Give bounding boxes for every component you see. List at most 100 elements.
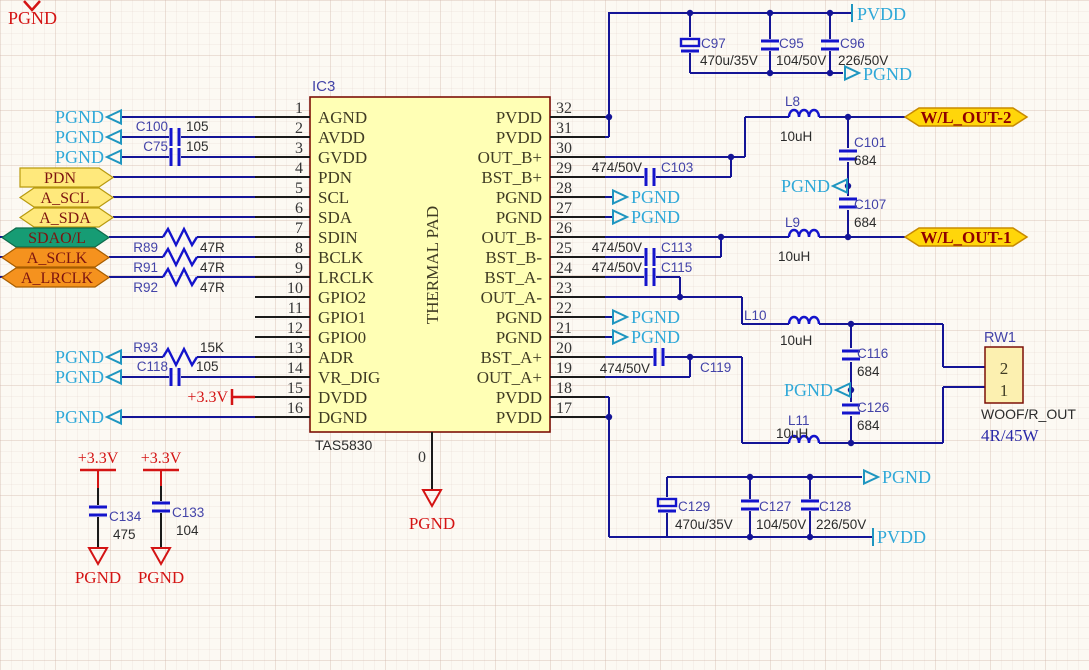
port-wl-out2[interactable]: W/L_OUT-2 [903,107,1029,127]
ground-flag-pgnd-thermal[interactable]: PGND [409,489,455,533]
capacitor-symbol [169,148,181,166]
ground-flag-pgnd-topleft[interactable]: PGND [8,0,57,28]
net-label-pgnd-topbank[interactable]: PGND [844,64,912,84]
capacitor-c97[interactable]: C97 470u/35V [679,36,758,68]
port-shape [18,187,115,208]
pin-name: GPIO2 [318,288,366,307]
capacitor-value: 684 [857,418,880,433]
capacitor-c113[interactable]: 474/50V C113 [592,240,693,266]
pin-name: PVDD [496,108,542,127]
capacitor-c128[interactable]: C128 226/50V [801,499,866,532]
capacitor-c129[interactable]: C129 470u/35V [656,497,733,532]
pin-name: DVDD [318,388,367,407]
net-label-pgnd-mid2[interactable]: PGND [784,380,851,400]
pin-name: SDA [318,208,353,227]
capacitor-c96[interactable]: C96 226/50V [821,36,888,68]
port-label: W/L_OUT-2 [920,108,1011,127]
inductor-value: 10uH [778,249,810,264]
capacitor-c127[interactable]: C127 104/50V [741,499,806,532]
port-shape [18,207,115,228]
net-arrow-icon [612,208,630,226]
pin-number: 28 [556,180,572,197]
port-sdao-l[interactable]: SDAO/L [0,227,111,248]
pin-number: 7 [295,220,303,237]
capacitor-c103[interactable]: 474/50V C103 [592,160,694,186]
capacitor-c75[interactable]: C75 105 [143,139,209,166]
net-arrow-icon [104,108,122,126]
capacitor-value: 470u/35V [675,517,733,532]
port-a-sclk[interactable]: A_SCLK [0,247,111,268]
capacitor-value: 684 [854,215,877,230]
capacitor-symbol [821,39,839,51]
pin-name: GVDD [318,148,367,167]
power-flag-3v3-pin15[interactable]: +3.3V [187,389,255,406]
net-arrow-icon [104,148,122,166]
net-label-pgnd-botbank[interactable]: PGND [863,467,931,487]
resistor-value: 47R [200,240,225,255]
resistor-designator: R89 [133,240,158,255]
capacitor-designator: C95 [779,36,804,51]
net-label-pvdd-bottom[interactable]: PVDD [872,527,926,547]
ground-triangle-icon [87,547,109,567]
capacitor-symbol [842,403,860,415]
inductor-l8[interactable]: L8 10uH [780,94,821,144]
net-label-pgnd: PGND [631,307,680,327]
ic-part-number: TAS5830 [315,437,373,453]
power-label-3v3: +3.3V [141,450,182,467]
net-label-pgnd: PGND [55,127,104,147]
port-label: A_SDA [39,210,91,227]
inductor-symbol [787,228,821,238]
capacitor-polarized-plate [679,37,701,48]
ic-body[interactable] [309,96,551,433]
pin-number: 19 [556,360,572,377]
port-pdn[interactable]: PDN [19,167,115,188]
pgnd-net-labels-left[interactable]: PGND PGND PGND PGND PGND PGND [55,107,122,427]
capacitor-c115[interactable]: 474/50V C115 [592,260,693,286]
net-label-pgnd-mid1[interactable]: PGND [781,176,848,196]
ic-tas5830[interactable]: IC3 TAS5830 THERMAL PAD 0 1 2 3 4 5 6 7 … [255,78,605,490]
capacitor-c101[interactable]: C101 684 [839,135,886,168]
capacitor-c100[interactable]: C100 105 [136,119,209,146]
capacitor-c126[interactable]: C126 684 [842,400,889,433]
resistor-r93[interactable]: R93 15K [133,340,224,368]
capacitor-designator: C116 [857,346,888,361]
decoupling-c133[interactable]: +3.3V C133 104 PGND [138,450,204,587]
decoupling-c134[interactable]: +3.3V C134 475 PGND [75,450,142,587]
capacitor-designator: C134 [109,509,142,524]
capacitor-c107[interactable]: C107 684 [839,197,886,230]
resistor-r89[interactable]: R89 47R [133,226,225,255]
capacitor-c119[interactable]: 474/50V C119 [600,348,732,376]
connector-rw1[interactable]: RW1 2 1 WOOF/R_OUT 4R/45W [981,330,1076,445]
capacitor-value: 470u/35V [700,53,758,68]
inductor-value: 10uH [776,426,808,441]
port-a-scl[interactable]: A_SCL [18,187,115,208]
net-label-pgnd: PGND [882,467,931,487]
port-label: A_LRCLK [21,270,93,287]
pgnd-net-labels-pins[interactable]: PGND PGND PGND PGND [612,187,680,347]
inductor-l9[interactable]: L9 10uH [778,215,821,264]
net-label-pvdd-top[interactable]: PVDD [851,4,906,24]
resistor-designator: R93 [133,340,158,355]
inductor-l11[interactable]: L11 10uH [776,413,821,444]
capacitor-c118[interactable]: C118 105 [137,359,219,386]
right-wires[interactable] [605,12,985,538]
pin-number: 29 [556,160,572,177]
capacitor-value: 104 [176,523,199,538]
pin-name: AVDD [318,128,365,147]
pin-number: 30 [556,140,572,157]
capacitor-designator: C75 [143,139,168,154]
port-a-sda[interactable]: A_SDA [18,207,115,228]
capacitor-c95[interactable]: C95 104/50V [761,36,826,68]
ic-right-pin-stubs [550,116,605,418]
capacitor-designator: C119 [700,360,731,375]
resistor-r92[interactable]: R92 47R [133,266,225,295]
pin-name: BST_B+ [481,168,542,187]
net-arrow-icon [104,128,122,146]
pin-name: VR_DIG [318,368,380,387]
port-wl-out1[interactable]: W/L_OUT-1 [903,227,1029,247]
pin-number: 32 [556,100,572,117]
resistor-r91[interactable]: R91 47R [133,246,225,275]
inductor-l10[interactable]: L10 10uH [744,308,821,348]
capacitor-c116[interactable]: C116 684 [842,346,888,379]
port-a-lrclk[interactable]: A_LRCLK [0,267,111,288]
